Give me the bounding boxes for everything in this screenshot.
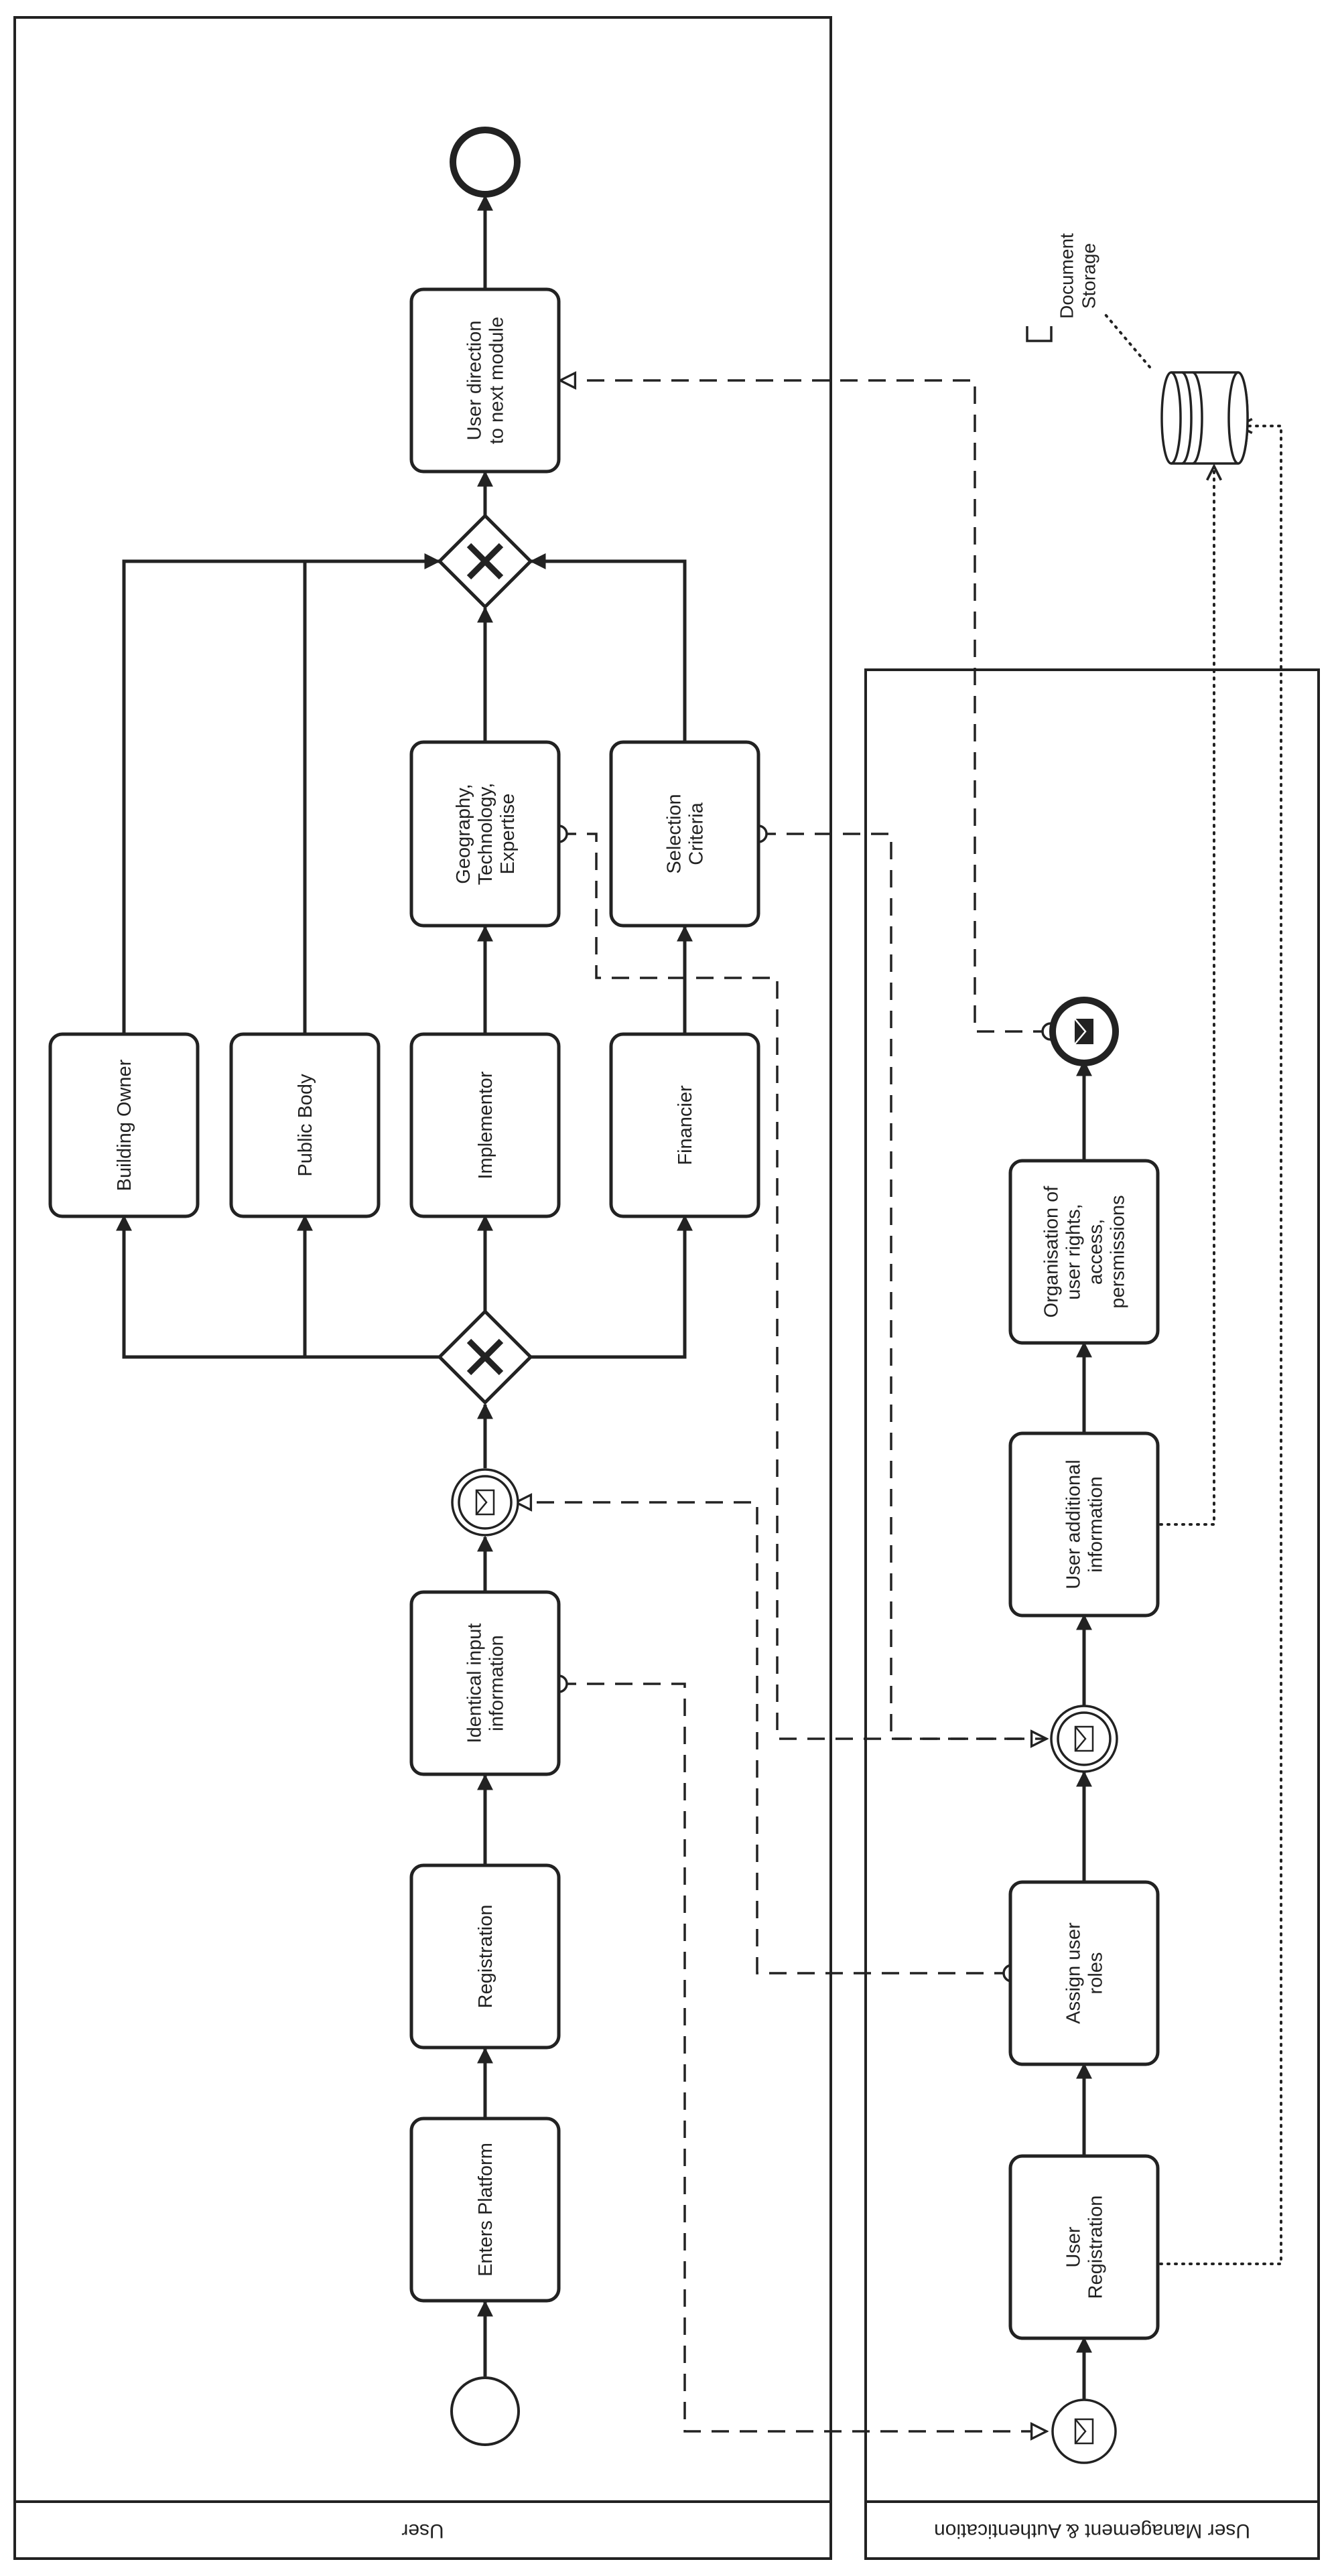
pool-user-management: User Management & Authentication bbox=[864, 668, 1320, 2560]
msg-geography-to-catch bbox=[559, 833, 1047, 1739]
label-line: Technology, bbox=[475, 783, 496, 885]
task-assign-user-roles: Assign userroles bbox=[1008, 1880, 1160, 2066]
label-user-registration: UserRegistration bbox=[1063, 2196, 1107, 2299]
task-public-body: Public Body bbox=[229, 1032, 381, 1218]
label-line: Registration bbox=[1085, 2196, 1107, 2299]
task-identical-input: Identical inputinformation bbox=[409, 1590, 561, 1776]
task-selection-criteria: SelectionCriteria bbox=[609, 740, 760, 928]
flow-building-owner-to-merge bbox=[122, 553, 441, 1034]
task-user-direction: User directionto next module bbox=[409, 287, 561, 474]
label-additional-info: User additionalinformation bbox=[1063, 1459, 1107, 1589]
label-line: User additional bbox=[1063, 1459, 1085, 1589]
label-user-direction: User directionto next module bbox=[464, 317, 508, 444]
label-line: Expertise bbox=[497, 794, 519, 875]
label-enters-platform: Enters Platform bbox=[475, 2143, 496, 2277]
lane-label-user-management: User Management & Authentication bbox=[934, 2520, 1250, 2542]
data-store-icon bbox=[1160, 371, 1249, 465]
task-registration: Registration bbox=[409, 1863, 561, 2050]
label-line: Identical input bbox=[464, 1624, 486, 1743]
message-intermediate-catch-icon bbox=[451, 1468, 519, 1536]
msg-identical-to-msg-start bbox=[559, 1683, 1047, 2431]
label-identical-input: Identical inputinformation bbox=[464, 1624, 508, 1743]
msg-end-to-direction bbox=[560, 380, 1051, 1033]
label-document-storage: DocumentStorage bbox=[1057, 233, 1099, 319]
task-geography-technology-expertise: Geography,Technology,Expertise bbox=[409, 740, 561, 928]
end-event-icon bbox=[450, 127, 521, 198]
label-line: User direction bbox=[464, 321, 486, 441]
flow-gateway-to-building-owner bbox=[116, 1214, 442, 1359]
pool-user: User bbox=[13, 16, 832, 2560]
label-line: Implementor bbox=[475, 1071, 496, 1179]
label-geography: Geography,Technology,Expertise bbox=[453, 783, 519, 885]
label-line: Building Owner bbox=[114, 1059, 135, 1191]
label-assign-roles: Assign userroles bbox=[1063, 1922, 1107, 2024]
task-implementor: Implementor bbox=[409, 1032, 561, 1218]
tasks: Enters Platform Registration Identical i… bbox=[48, 287, 1160, 2340]
label-line: Geography, bbox=[453, 784, 474, 883]
label-line: access, bbox=[1085, 1219, 1107, 1285]
annotation-document-storage: DocumentStorage bbox=[1026, 233, 1099, 342]
task-organisation-of-user-rights: Organisation ofuser rights,access,persmi… bbox=[1008, 1159, 1160, 1345]
exclusive-gateway-icon bbox=[466, 1338, 504, 1376]
label-line: roles bbox=[1085, 1952, 1107, 1995]
data-associations bbox=[1104, 313, 1282, 2265]
label-line: Organisation of bbox=[1041, 1186, 1063, 1318]
task-building-owner: Building Owner bbox=[48, 1032, 200, 1218]
exclusive-gateway-icon bbox=[466, 543, 504, 580]
label-line: persmissions bbox=[1108, 1195, 1129, 1308]
envelope-icon bbox=[1074, 1018, 1093, 1045]
msg-selection-to-catch bbox=[758, 833, 1047, 1740]
label-financier: Financier bbox=[675, 1085, 696, 1165]
label-line: Storage bbox=[1079, 243, 1099, 309]
message-flows bbox=[516, 380, 1051, 2431]
task-user-additional-information: User additionalinformation bbox=[1008, 1431, 1160, 1618]
assoc-storage-to-annotation bbox=[1104, 313, 1151, 368]
message-end-event-icon bbox=[1049, 997, 1119, 1066]
label-line: Assign user bbox=[1063, 1922, 1085, 2024]
label-line: Financier bbox=[675, 1085, 696, 1165]
envelope-icon bbox=[1074, 1725, 1094, 1752]
label-organisation: Organisation ofuser rights,access,persmi… bbox=[1041, 1186, 1129, 1318]
task-enters-platform: Enters Platform bbox=[409, 2117, 561, 2303]
assoc-user-registration-to-storage bbox=[1159, 426, 1282, 2265]
label-line: Selection bbox=[664, 794, 685, 873]
label-line: Enters Platform bbox=[475, 2143, 496, 2277]
message-intermediate-catch-icon bbox=[1050, 1705, 1118, 1773]
label-implementor: Implementor bbox=[475, 1071, 496, 1179]
envelope-icon bbox=[1074, 2418, 1094, 2445]
label-building-owner: Building Owner bbox=[114, 1059, 135, 1191]
label-line: Registration bbox=[475, 1905, 496, 2009]
flow-selection-to-merge bbox=[529, 553, 687, 742]
envelope-icon bbox=[475, 1489, 495, 1516]
label-line: Public Body bbox=[295, 1074, 316, 1177]
label-line: User bbox=[1063, 2226, 1085, 2268]
exclusive-gateway-split bbox=[437, 1309, 533, 1405]
label-line: Criteria bbox=[686, 802, 708, 865]
msg-assign-to-catch bbox=[516, 1502, 1012, 1975]
label-selection-criteria: SelectionCriteria bbox=[664, 794, 708, 873]
label-line: Document bbox=[1057, 233, 1077, 319]
label-line: information bbox=[1085, 1476, 1107, 1572]
label-line: user rights, bbox=[1063, 1204, 1085, 1299]
message-start-event-icon bbox=[1051, 2399, 1117, 2464]
start-event-icon bbox=[450, 2376, 520, 2446]
label-line: information bbox=[486, 1635, 508, 1731]
task-financier: Financier bbox=[609, 1032, 760, 1218]
exclusive-gateway-merge bbox=[437, 513, 533, 610]
assoc-additional-to-storage bbox=[1159, 466, 1214, 1526]
flow-gateway-to-public-body bbox=[297, 1214, 442, 1359]
lane-label-user: User bbox=[401, 2520, 444, 2542]
flow-public-body-to-merge bbox=[303, 559, 439, 1034]
task-user-registration: UserRegistration bbox=[1008, 2154, 1160, 2340]
message-flow-origins bbox=[549, 825, 1060, 1983]
flow-gateway-to-financier bbox=[529, 1214, 693, 1359]
label-registration: Registration bbox=[475, 1905, 496, 2009]
sequence-flows bbox=[116, 194, 1092, 2403]
label-line: to next module bbox=[486, 317, 508, 444]
label-public-body: Public Body bbox=[295, 1074, 316, 1177]
